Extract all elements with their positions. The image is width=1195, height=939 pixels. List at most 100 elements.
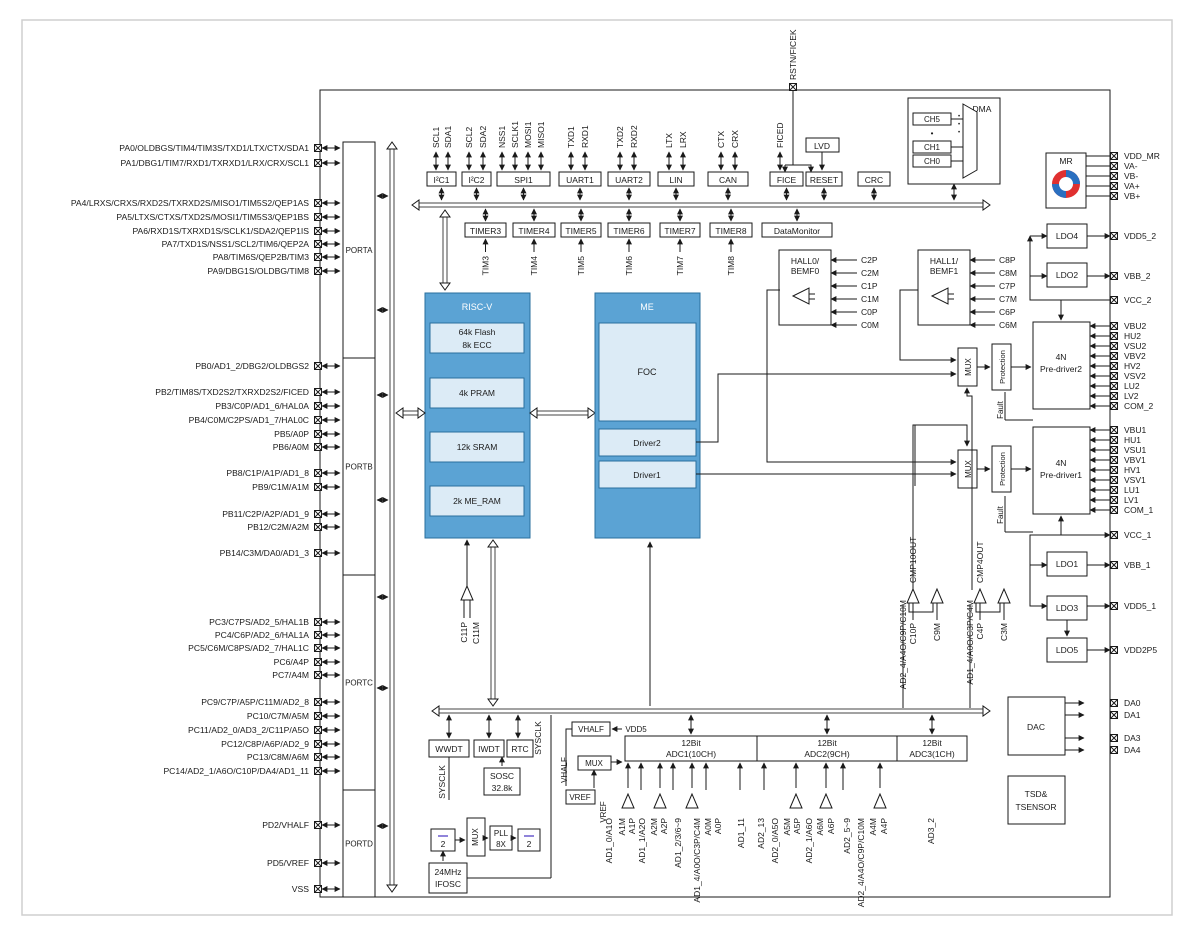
cmp10-in-label: C9M: [932, 623, 942, 641]
port-riscv-bus-end: [395, 407, 404, 419]
adc-input-label: A4M: [868, 818, 878, 835]
foc-block: [598, 322, 697, 422]
can-signal-label: CRX: [730, 130, 740, 148]
vref-label: VREF: [569, 793, 590, 802]
left-pin-label: VSS: [292, 884, 309, 894]
reset-block: [805, 171, 843, 187]
hall0-pin-label: C0P: [861, 307, 878, 317]
vref-vert-label: VREF: [599, 801, 608, 822]
ldo5-block: [1046, 637, 1088, 663]
vdd5-label: VDD5: [625, 725, 647, 734]
left-pin-label: PA0/OLDBGS/TIM4/TIM3S/TXD1/LTX/CTX/SDA1: [119, 143, 309, 153]
div2-label: 2: [441, 839, 446, 849]
right-pin-label: VDD5_1: [1124, 601, 1156, 611]
adc-input-label: A2M: [649, 818, 659, 835]
vcc1-wire: [1029, 532, 1111, 609]
right-pin-terminal: [1110, 476, 1118, 484]
right-pin-terminal: [1110, 322, 1118, 330]
uart2-signal-label: TXD2: [615, 126, 625, 148]
right-pin-terminal: [1110, 436, 1118, 444]
adc-input-label: A0P: [713, 818, 723, 834]
hall1-block: [917, 249, 971, 326]
pin-x: [1110, 446, 1118, 454]
div2-b-block: [517, 828, 541, 852]
timer-pin-label: TIM4: [529, 256, 539, 276]
left-pin-terminal: [314, 523, 322, 531]
left-pin-terminal: [314, 644, 322, 652]
pin-x: [1110, 426, 1118, 434]
left-pin-label: PB6/A0M: [273, 442, 309, 452]
rtc-label: RTC: [511, 744, 528, 754]
pin-x: [1110, 711, 1118, 719]
right-pin-label: VBB_2: [1124, 271, 1151, 281]
right-pin-terminal: [1110, 746, 1118, 754]
left-pin-terminal: [314, 740, 322, 748]
right-pin-terminal: [1110, 456, 1118, 464]
adc3-label: 12Bit: [922, 738, 942, 748]
right-pin-terminal: [1110, 192, 1118, 200]
left-pin-label: PA1/DBG1/TIM7/RXD1/TXRXD1/LRX/CRX/SCL1: [121, 158, 310, 168]
adc-opamp: [653, 792, 667, 809]
left-pin-terminal: [314, 469, 322, 477]
adc-input-label: AD1_11: [736, 818, 746, 848]
right-pin-terminal: [1110, 272, 1118, 280]
i2c1-block: [426, 171, 457, 187]
pin-x: [1110, 436, 1118, 444]
pin-x: [1110, 152, 1118, 160]
driver2-label: Driver2: [633, 438, 661, 448]
right-pin-label: LU2: [1124, 381, 1140, 391]
mr-label: MR: [1059, 156, 1072, 166]
wwdt-label: WWDT: [435, 744, 462, 754]
i2c2-label: I²C2: [468, 175, 484, 185]
predriver2-label: 4N: [1056, 352, 1067, 362]
timer5-label: TIMER5: [565, 226, 596, 236]
hall1-pin-label: C6P: [999, 307, 1016, 317]
pin-x: [1110, 296, 1118, 304]
riscv-bottom-bus-end: [487, 539, 499, 548]
left-pin-terminal: [314, 712, 322, 720]
data-monitor-label: DataMonitor: [774, 226, 820, 236]
pin-x: [1110, 646, 1118, 654]
hall0-pin-label: C0M: [861, 320, 879, 330]
left-pin-label: PB5/A0P: [274, 429, 309, 439]
predriver1-label: 4N: [1056, 458, 1067, 468]
pin-x: [314, 726, 322, 734]
uart2-label: UART2: [615, 175, 643, 185]
hall0-block: [778, 249, 832, 326]
ifosc-label: 24MHz: [435, 867, 462, 877]
pin-x: [314, 821, 322, 829]
hall0-to-mux1: [766, 289, 957, 465]
port-vertical-bus-end: [386, 141, 398, 150]
sosc-label: SOSC: [490, 771, 514, 781]
right-pin-terminal: [1110, 332, 1118, 340]
right-pin-label: DA3: [1124, 733, 1141, 743]
left-pin-terminal: [314, 443, 322, 451]
adc-input-label: A1M: [617, 818, 627, 835]
portb-label: PORTB: [345, 463, 372, 472]
adc-input-label: AD1_4/A0O/C3P/C4M: [692, 818, 702, 903]
right-pin-terminal: [1110, 382, 1118, 390]
hall1-pin-label: C7M: [999, 294, 1017, 304]
adc2-block: [756, 735, 898, 762]
can-label: CAN: [719, 175, 737, 185]
adc3-block: [896, 735, 968, 762]
right-pin-terminal: [1110, 561, 1118, 569]
pll-label: 8X: [496, 840, 506, 849]
adc-input-label: AD1_2/3/6~9: [673, 818, 683, 868]
left-pin-terminal: [314, 430, 322, 438]
pin-x: [1110, 734, 1118, 742]
ldo2-label: LDO2: [1056, 270, 1078, 280]
pin-x: [314, 523, 322, 531]
can-signal-label: CTX: [716, 131, 726, 148]
pin-x: [314, 430, 322, 438]
vref-block: [565, 789, 596, 805]
hall0-title: BEMF0: [791, 266, 820, 276]
right-pin-label: HU1: [1124, 435, 1141, 445]
hall0-pin-label: C2M: [861, 268, 879, 278]
sysclk-label: SYSCLK: [437, 765, 447, 799]
left-pin-label: PC5/C6M/C8PS/AD2_7/HAL1C: [188, 643, 309, 653]
left-pin-terminal: [314, 767, 322, 775]
riscv-pram-block: [429, 377, 525, 409]
cmp4-in-label: C3M: [999, 623, 1009, 641]
left-pin-terminal: [314, 362, 322, 370]
